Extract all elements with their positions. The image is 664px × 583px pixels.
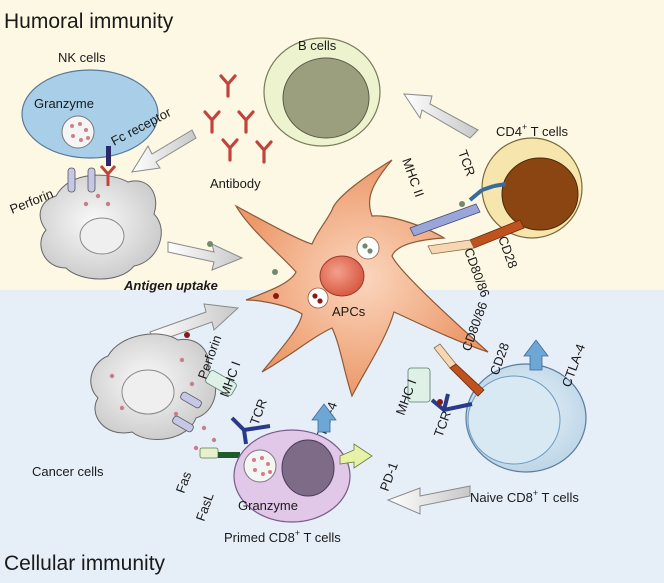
granzyme-nk-label: Granzyme <box>34 96 94 111</box>
antigen-particle <box>272 269 278 275</box>
b-cell <box>263 37 381 147</box>
antibody-icon <box>255 140 273 164</box>
pd1-molecule <box>339 443 373 469</box>
humoral-title: Humoral immunity <box>4 10 174 33</box>
target-cell-nucleus <box>79 217 125 255</box>
cd4-label: CD4+ T cells <box>496 122 568 139</box>
antigen-particle <box>207 241 213 247</box>
antigen-particle <box>367 248 373 254</box>
cd8-receptor-complex <box>407 339 549 413</box>
nk-cell <box>21 69 159 159</box>
cd80-86-top-molecule <box>427 239 475 255</box>
cancer-cells-label: Cancer cells <box>32 464 104 479</box>
cancer-cell-nucleus <box>121 369 175 415</box>
antibody-icon <box>237 110 255 134</box>
mhc-i-right-molecule <box>407 367 431 403</box>
apc-nucleus <box>319 255 365 297</box>
antigen-particle <box>184 332 190 338</box>
cd4-cell-nucleus <box>501 157 579 231</box>
primed-cd8-nucleus <box>281 439 335 497</box>
perforin-pore <box>87 167 96 193</box>
fas-molecule <box>199 447 219 459</box>
naive-cd8-nucleus <box>467 375 561 465</box>
arrow-to-nk-target <box>131 129 197 173</box>
antibody-icon <box>203 110 221 134</box>
antigen-uptake-label: Antigen uptake <box>123 278 218 293</box>
arrow-naive-to-primed <box>386 485 471 515</box>
fas-label: Fas <box>173 469 195 495</box>
granzyme-vesicle <box>61 115 95 149</box>
mhc-i-left-molecule <box>205 370 237 396</box>
apc-cell <box>234 159 489 398</box>
cellular-title: Cellular immunity <box>4 552 166 575</box>
apc-vesicle <box>356 236 380 260</box>
cd28-bottom-molecule <box>449 363 485 397</box>
antigen-particle <box>362 243 368 249</box>
cd4-t-cell <box>481 137 583 239</box>
antigen-particle <box>312 293 318 299</box>
b-cells-label: B cells <box>298 38 337 53</box>
arrow-nk-to-apc <box>167 241 244 271</box>
arrow-cd4-to-bcell <box>403 93 479 139</box>
perforin-pore <box>180 391 202 409</box>
perforin-pore <box>67 167 76 193</box>
antigen-particle <box>317 298 323 304</box>
antigen-particle <box>459 201 465 207</box>
nk-target-cell <box>39 146 162 280</box>
naive-cd8-t-cell <box>465 363 587 473</box>
fc-receptor <box>106 146 111 166</box>
cancer-cell <box>90 333 240 459</box>
nk-cell-body <box>21 69 159 159</box>
naive-cd8-label: Naive CD8+ T cells <box>470 488 579 505</box>
antibody-label: Antibody <box>210 176 261 191</box>
antigen-particles <box>184 241 279 338</box>
primed-cd8-label: Primed CD8+ T cells <box>224 528 341 545</box>
tcr-left-icon <box>230 416 271 445</box>
b-cell-nucleus <box>282 57 370 139</box>
fc-receptor-bound-antibody <box>99 165 117 186</box>
primed-cd8-t-cell <box>230 403 373 523</box>
antigen-particle <box>437 399 443 405</box>
granzyme-primed-label: Granzyme <box>238 498 298 513</box>
antibody-icon <box>219 74 237 98</box>
mhc-ii-tcr-complex <box>409 182 525 255</box>
mhc-ii-molecule <box>409 203 481 237</box>
ctla4-right-molecule <box>523 339 549 371</box>
nk-cells-label: NK cells <box>58 50 106 65</box>
apc-vesicle <box>307 287 329 309</box>
perforin-pore <box>172 415 194 433</box>
fasl-molecule <box>218 452 240 458</box>
antibody-icon <box>221 138 239 162</box>
tcr-top-icon <box>468 182 507 202</box>
antigen-particle <box>273 293 279 299</box>
granzyme-vesicle <box>243 449 277 483</box>
ctla4-left-molecule <box>311 403 337 433</box>
apcs-label: APCs <box>332 304 366 319</box>
antibodies <box>203 74 273 164</box>
tcr-right-icon <box>430 393 473 413</box>
